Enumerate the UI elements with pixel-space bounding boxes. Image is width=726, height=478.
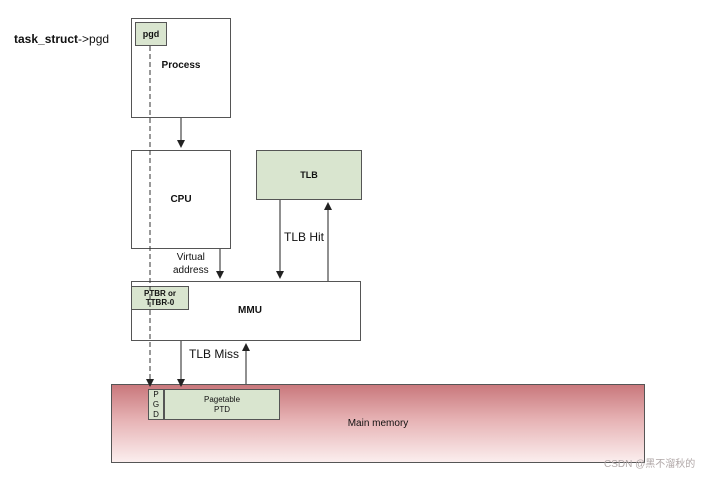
ptbr-line2: TTBR-0 (145, 298, 175, 307)
virtual-address-line2: address (173, 265, 209, 276)
main-memory-label: Main memory (347, 418, 409, 429)
cpu-box: CPU (131, 150, 231, 249)
tlb-box: TLB (256, 150, 362, 200)
pgd-box: pgd (135, 22, 167, 46)
ptbr-line1: PTBR or (144, 289, 176, 298)
pagetable-box: Pagetable PTD (164, 389, 280, 420)
tlb-hit-label: TLB Hit (284, 230, 325, 244)
process-label: Process (161, 60, 201, 71)
pagetable-line2: PTD (214, 404, 230, 414)
task-struct-text: task_struct (14, 32, 79, 46)
pgd-letter-d: D (153, 409, 159, 419)
pgd-letter-g: G (152, 399, 160, 409)
tlb-miss-label: TLB Miss (189, 347, 240, 361)
virtual-address-label: Virtual address (173, 251, 209, 277)
cpu-label: CPU (170, 194, 192, 205)
mmu-label: MMU (238, 305, 262, 316)
task-struct-pgd-label: task_struct->pgd (14, 32, 109, 46)
tlb-label: TLB (300, 170, 318, 180)
watermark: CSDN @黑不溜秋的 (604, 459, 696, 470)
pgd-column-box (148, 389, 164, 420)
pgd-box-label: pgd (142, 29, 160, 39)
ptbr-box: PTBR or TTBR-0 (131, 286, 189, 310)
mmu-box (131, 281, 361, 341)
pgd-column-letters: P G D (148, 389, 164, 420)
pagetable-line1: Pagetable (203, 394, 241, 404)
pgd-letter-p: P (153, 389, 159, 399)
virtual-address-line1: Virtual (176, 252, 205, 263)
pgd-pointer-text: ->pgd (78, 32, 110, 46)
